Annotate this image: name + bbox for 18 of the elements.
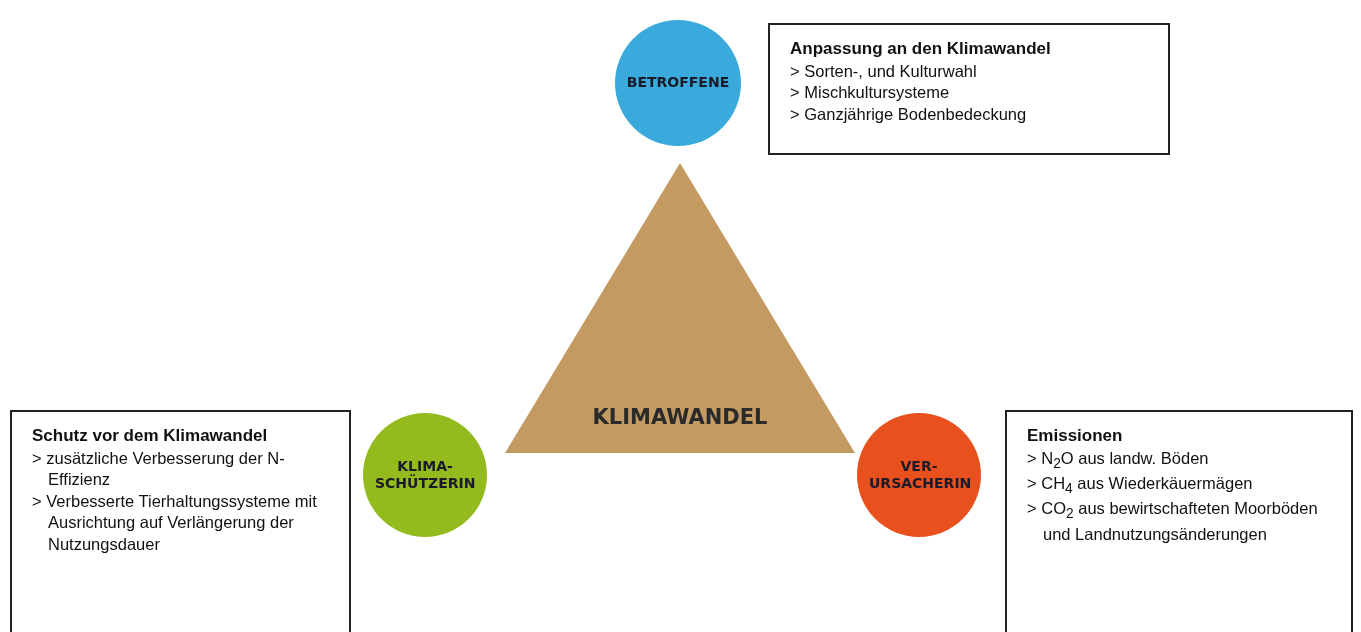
box-heading: Anpassung an den Klimawandel	[790, 39, 1052, 59]
box-heading: Emissionen	[1027, 426, 1124, 446]
text-box	[768, 23, 1170, 155]
bullet-item: > Mischkultursysteme	[790, 82, 951, 104]
role-label: VER-URSACHERIN	[869, 457, 969, 493]
bullet-item: > Verbesserte Tierhaltungssysteme mit Ausrichtung auf Verlängerung der Nutzungsdauer	[32, 490, 318, 555]
role-label: BETROFFENE	[626, 74, 730, 92]
role-label: KLIMA-SCHÜTZERIN	[375, 457, 475, 493]
text-box	[10, 410, 351, 632]
box-heading: Schutz vor dem Klimawandel	[32, 426, 269, 446]
bullet-item: > Sorten-, und Kulturwahl	[790, 61, 978, 82]
triangle-label: KLIMAWANDEL	[591, 405, 769, 429]
bullet-item: > N$_{2}$O aus landw. Böden	[1027, 448, 1210, 474]
bullet-item: > CO$_{2}$ aus bewirtschafteten Moorböden und Landnutzungsänderungen	[1027, 498, 1319, 545]
bullet-item: > Ganzjährige Bodenbedeckung	[790, 103, 1028, 125]
text-box	[1005, 410, 1353, 632]
bullet-item: > CH$_{4}$ aus Wiederkäuermägen	[1027, 473, 1254, 499]
bullet-item: > zusätzliche Verbesserung der N-Effizienz	[32, 448, 286, 491]
